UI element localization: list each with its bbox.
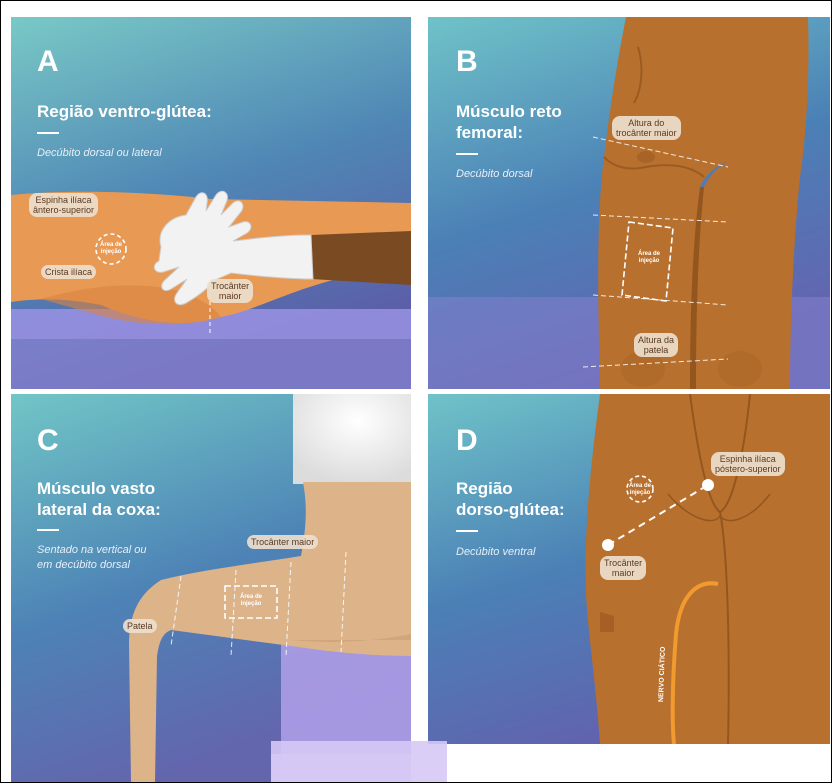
panel-a-divider	[37, 132, 59, 134]
label-area-injecao: Área de injeção	[632, 251, 666, 265]
panel-d-subtitle: Decúbito ventral	[456, 545, 536, 560]
label-area-injecao: Área de injeção	[97, 242, 125, 256]
label-crista-iliaca: Crista ilíaca	[41, 265, 96, 279]
panel-b-title: Músculo reto femoral:	[456, 101, 562, 143]
panel-c-title: Músculo vasto lateral da coxa:	[37, 478, 161, 520]
panel-c-divider	[37, 529, 59, 531]
label-patela: Patela	[123, 619, 157, 633]
panel-b: B Músculo reto femoral: Decúbito dorsal …	[428, 17, 830, 389]
panel-b-divider	[456, 153, 478, 155]
panel-a: A Região ventro-glútea: Decúbito dorsal …	[11, 17, 411, 389]
panel-b-subtitle: Decúbito dorsal	[456, 167, 532, 182]
label-altura-patela: Altura da patela	[634, 333, 678, 357]
panel-d-divider	[456, 530, 478, 532]
panel-a-subtitle: Decúbito dorsal ou lateral	[37, 146, 162, 161]
label-trocanter-maior: Trocânter maior	[207, 279, 253, 303]
bottom-highlight-strip	[271, 741, 447, 782]
label-trocanter-maior: Trocânter maior	[600, 556, 646, 580]
panel-d: D Região dorso-glútea: Decúbito ventral …	[428, 394, 830, 744]
panel-b-letter: B	[456, 45, 478, 79]
panel-b-illustration	[428, 17, 830, 389]
panel-a-letter: A	[37, 45, 59, 79]
label-altura-trocanter-maior: Altura do trocânter maior	[612, 116, 681, 140]
label-area-injecao: Área de injeção	[627, 483, 653, 497]
label-trocanter-maior: Trocânter maior	[247, 535, 318, 549]
panel-d-title: Região dorso-glútea:	[456, 478, 565, 520]
panel-a-title: Região ventro-glútea:	[37, 101, 212, 122]
label-area-injecao: Área de injeção	[233, 594, 269, 608]
panel-c-illustration	[11, 394, 411, 782]
panel-d-letter: D	[456, 424, 478, 458]
label-espinha-iliaca-postero-superior: Espinha ilíaca póstero-superior	[711, 452, 785, 476]
panel-c-letter: C	[37, 424, 59, 458]
panel-c-subtitle: Sentado na vertical ou em decúbito dorsa…	[37, 543, 146, 573]
label-espinha-iliaca-antero-superior: Espinha ilíaca ântero-superior	[29, 193, 98, 217]
panel-c: C Músculo vasto lateral da coxa: Sentado…	[11, 394, 411, 782]
